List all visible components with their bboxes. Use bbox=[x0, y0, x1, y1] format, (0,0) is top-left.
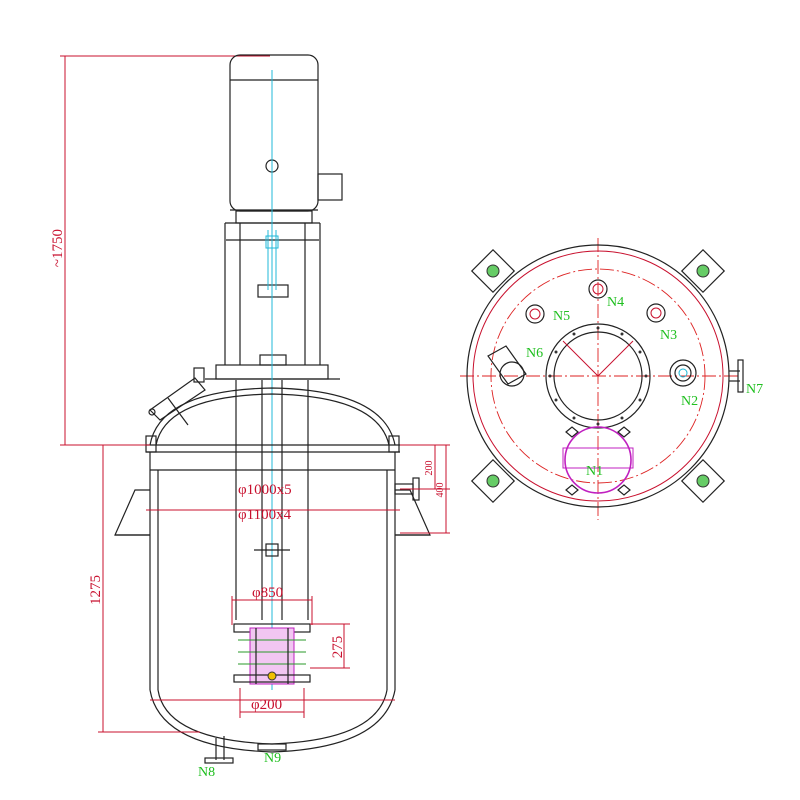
overall-height-label: ~1750 bbox=[50, 229, 66, 267]
right-flange bbox=[388, 435, 400, 453]
nozzle-n3 bbox=[646, 303, 666, 323]
agitator-shaft bbox=[235, 70, 309, 690]
plan-lugs bbox=[470, 248, 726, 504]
agitator-height-dimension: 275 bbox=[310, 623, 350, 669]
sight-glass-n1 bbox=[562, 426, 634, 496]
offset-400-label: 400 bbox=[435, 483, 446, 498]
vessel-height-dimension: 1275 bbox=[88, 444, 200, 733]
support-lugs bbox=[114, 489, 431, 536]
offset-200-label: 200 bbox=[424, 461, 435, 476]
side-elevation: ~1750 bbox=[50, 54, 450, 780]
nozzle-n7-label: N7 bbox=[746, 382, 763, 397]
bottom-agitator bbox=[233, 623, 311, 685]
bottom-diameter-dimension: φ200 bbox=[239, 688, 305, 718]
drive-frame bbox=[205, 222, 340, 380]
nozzle-n4-label: N4 bbox=[607, 295, 624, 310]
left-flange bbox=[145, 435, 157, 453]
nozzle-n2-label: N2 bbox=[681, 394, 698, 409]
nozzle-n8-label: N8 bbox=[198, 765, 215, 780]
nozzle-n1-label: N1 bbox=[586, 464, 603, 479]
nozzle-n5 bbox=[525, 304, 545, 324]
nozzle-n2 bbox=[669, 359, 697, 387]
bottom-diameter-label: φ200 bbox=[251, 697, 282, 713]
nozzle-n4 bbox=[588, 279, 608, 299]
outer-flange-ring bbox=[466, 244, 730, 508]
nozzle-n7 bbox=[729, 359, 744, 393]
motor bbox=[229, 54, 343, 224]
bottom-outlet-n8 bbox=[204, 736, 234, 764]
top-plan-view: N5 N4 N3 N6 N2 N7 N1 bbox=[460, 238, 763, 520]
nozzle-n5-label: N5 bbox=[553, 309, 570, 324]
vessel-shell bbox=[146, 387, 400, 753]
bolt-circle bbox=[472, 250, 724, 502]
nozzle-n3-label: N3 bbox=[660, 328, 677, 343]
inner-diameter-label: φ1000x5 bbox=[238, 482, 292, 498]
central-bolt-holes bbox=[548, 326, 648, 426]
agitator-span-label: φ850 bbox=[252, 585, 283, 601]
nozzle-n9-label: N9 bbox=[264, 751, 281, 766]
nozzle-n6 bbox=[487, 345, 527, 387]
agitator-height-label: 275 bbox=[330, 636, 346, 659]
bottom-outlet-n9 bbox=[257, 743, 287, 751]
jacket-diameter-label: φ1100x4 bbox=[238, 507, 292, 523]
dome-manway bbox=[148, 367, 206, 426]
central-opening bbox=[545, 323, 651, 429]
mid-impeller bbox=[254, 543, 290, 557]
nozzle-n6-label: N6 bbox=[526, 346, 543, 361]
nozzle-offset-dimensions: 200 400 bbox=[400, 444, 450, 534]
agitator-span-dimension: φ850 bbox=[231, 585, 313, 625]
overall-height-dimension: ~1750 bbox=[50, 55, 270, 446]
vessel-height-label: 1275 bbox=[88, 575, 104, 605]
inner-centerline-circle bbox=[490, 268, 706, 484]
